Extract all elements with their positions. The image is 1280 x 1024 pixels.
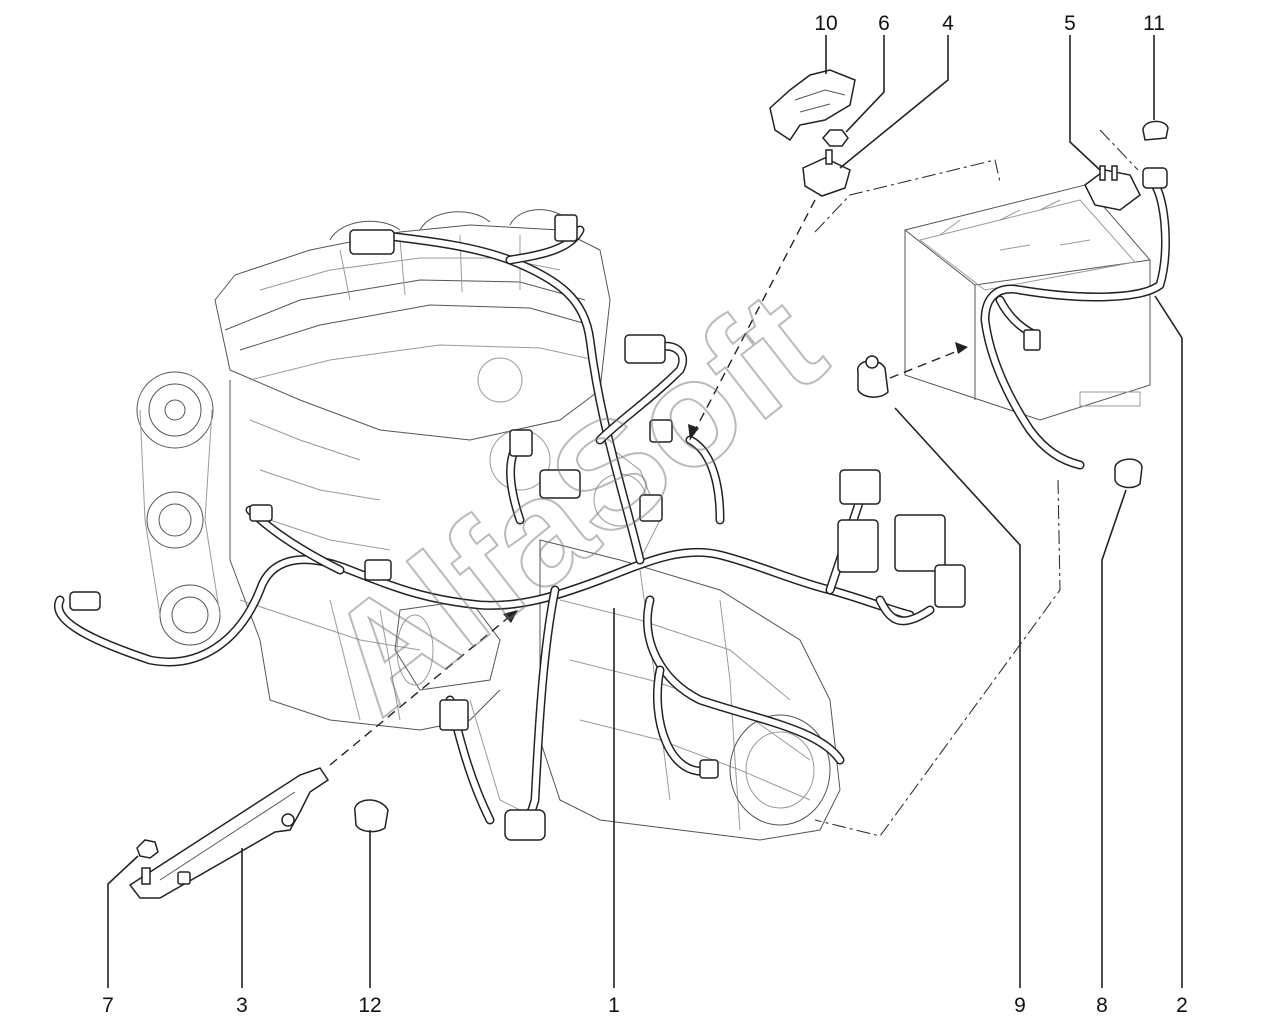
arrow-bracket-to-engine [329,611,516,766]
callout-3: 3 [236,994,248,1017]
part-3-bracket [128,767,330,899]
callout-8: 8 [1096,994,1108,1017]
leader-lines [107,35,1183,988]
callout-11: 11 [1143,12,1165,35]
callout-labels: 10 6 4 5 11 7 3 12 1 9 8 2 [102,12,1188,1017]
assembly-boundary-lower [814,479,1061,837]
engine-assembly [136,209,841,841]
part-12-plug [354,799,389,833]
battery-positive-cable [980,167,1170,470]
callout-1: 1 [608,994,620,1017]
part-8-grommet [1114,458,1143,489]
callout-10: 10 [814,12,837,35]
arrowhead-clamp [955,342,968,354]
arrow-clamp-to-cable [889,347,966,379]
part-9-clamp [857,360,889,398]
part-4-junction [802,157,851,197]
part-10-cover [769,69,856,142]
part-6-nut [822,129,849,147]
callout-5: 5 [1064,12,1076,35]
battery [904,184,1151,421]
arrowhead-bracket [503,610,518,623]
callout-6: 6 [878,12,890,35]
arrow-part4-to-harness [689,199,816,441]
part-7-nut [136,839,159,859]
callout-2: 2 [1176,994,1188,1017]
watermark: AlfaSoft [296,259,853,745]
callout-7: 7 [102,994,114,1017]
callout-4: 4 [942,12,954,35]
main-wiring-harness [54,214,966,841]
arrowhead-part4 [688,424,699,440]
part-11-cap [1142,120,1169,141]
assembly-boundary-upper [814,129,1139,233]
callout-9: 9 [1014,994,1026,1017]
callout-12: 12 [358,994,381,1017]
